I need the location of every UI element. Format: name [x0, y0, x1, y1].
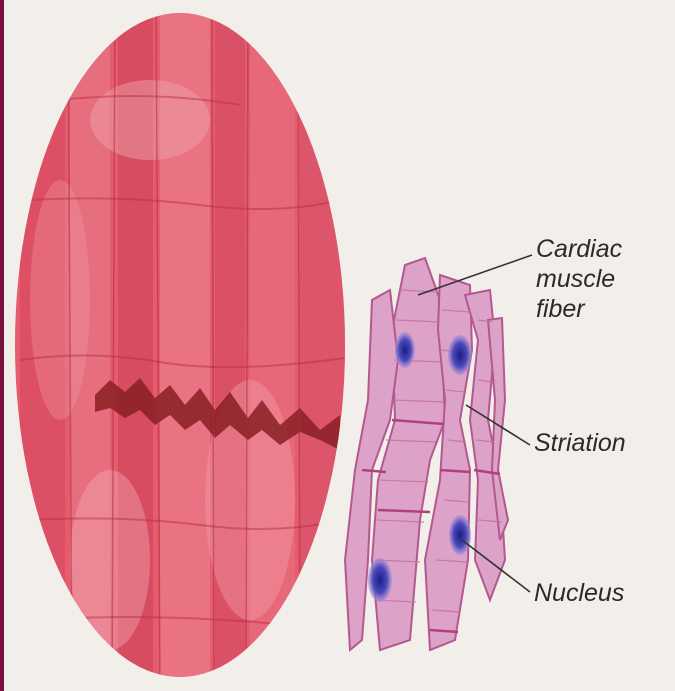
nucleus-2	[448, 335, 472, 375]
label-cardiac-muscle-fiber: Cardiac muscle fiber	[536, 234, 622, 324]
label-cardiac-line-3: fiber	[536, 294, 622, 324]
label-cardiac-line-1: Cardiac	[536, 234, 622, 264]
label-nucleus: Nucleus	[534, 578, 624, 608]
nucleus-3	[449, 515, 471, 555]
label-striation: Striation	[534, 428, 626, 458]
nucleus-4	[368, 558, 392, 602]
nucleus-1	[395, 332, 415, 368]
label-cardiac-line-2: muscle	[536, 264, 622, 294]
micrograph-oval	[0, 0, 360, 691]
leader-line-cardiac-fiber	[418, 255, 532, 295]
cardiac-fiber-illustration	[345, 258, 508, 650]
